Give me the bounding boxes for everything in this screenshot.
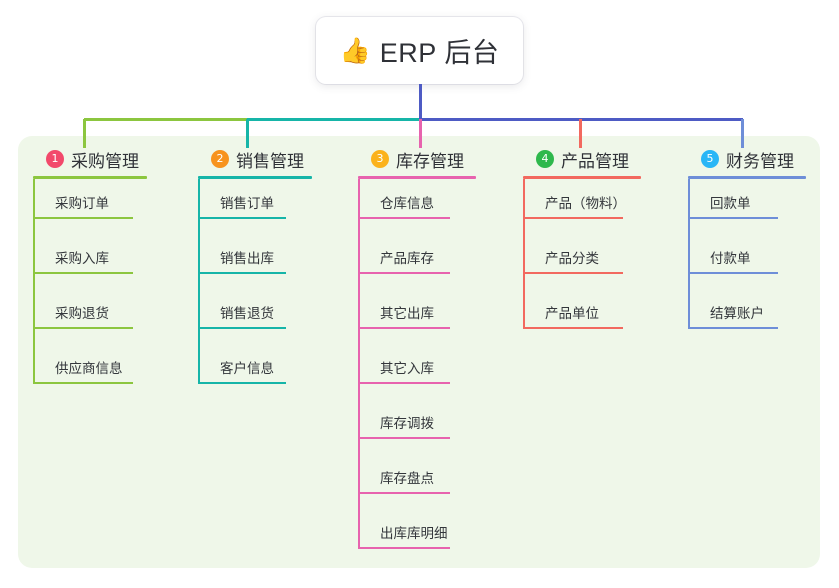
leaf-item-label: 产品单位 xyxy=(545,306,599,321)
column-header-4[interactable]: 4 产品管理 xyxy=(523,145,629,173)
leaf-item-rule xyxy=(198,382,286,384)
leaf-item-label: 销售出库 xyxy=(220,251,274,266)
root-node-erp-backend[interactable]: 👍 ERP 后台 xyxy=(316,17,523,84)
leaf-item-label: 客户信息 xyxy=(220,361,274,376)
column-title: 库存管理 xyxy=(396,151,464,171)
column-header-rule xyxy=(198,176,312,179)
leaf-item-rule xyxy=(688,217,778,219)
column-销售管理: 2 销售管理销售订单销售出库销售退货客户信息 xyxy=(198,145,312,384)
leaf-item-label: 结算账户 xyxy=(710,306,764,321)
leaf-item-label: 库存调拨 xyxy=(380,416,434,431)
leaf-item-label: 其它入库 xyxy=(380,361,434,376)
column-header-2[interactable]: 2 销售管理 xyxy=(198,145,304,173)
column-库存管理: 3 库存管理仓库信息产品库存其它出库其它入库库存调拨库存盘点出库库明细 xyxy=(358,145,476,549)
leaf-item-rule xyxy=(358,382,450,384)
column-header-5[interactable]: 5 财务管理 xyxy=(688,145,794,173)
column-badge-1: 1 xyxy=(46,150,64,168)
leaf-item-label: 采购入库 xyxy=(55,251,109,266)
column-header-1[interactable]: 1 采购管理 xyxy=(33,145,139,173)
leaf-item-label: 销售订单 xyxy=(220,196,274,211)
column-header-rule xyxy=(523,176,641,179)
column-spine xyxy=(33,179,35,384)
leaf-item-rule xyxy=(523,272,623,274)
column-财务管理: 5 财务管理回款单付款单结算账户 xyxy=(688,145,806,329)
column-spine xyxy=(358,179,360,549)
column-title: 产品管理 xyxy=(561,151,629,171)
leaf-item-rule xyxy=(688,272,778,274)
leaf-item-rule xyxy=(358,327,450,329)
leaf-item-rule xyxy=(358,437,450,439)
leaf-item-rule xyxy=(358,547,450,549)
leaf-item-label: 出库库明细 xyxy=(380,526,448,541)
leaf-item-label: 回款单 xyxy=(710,196,751,211)
leaf-item-label: 其它出库 xyxy=(380,306,434,321)
column-badge-5: 5 xyxy=(701,150,719,168)
thumbs-up-icon: 👍 xyxy=(339,37,371,65)
leaf-item-rule xyxy=(33,382,133,384)
leaf-item-label: 付款单 xyxy=(710,251,751,266)
column-title: 销售管理 xyxy=(236,151,304,171)
column-title: 采购管理 xyxy=(71,151,139,171)
leaf-item-label: 仓库信息 xyxy=(380,196,434,211)
column-header-rule xyxy=(33,176,147,179)
column-spine xyxy=(523,179,525,329)
leaf-item-label: 采购退货 xyxy=(55,306,109,321)
column-header-3[interactable]: 3 库存管理 xyxy=(358,145,464,173)
leaf-item-rule xyxy=(198,217,286,219)
leaf-item-rule xyxy=(523,217,623,219)
column-header-rule xyxy=(358,176,476,179)
leaf-item-rule xyxy=(358,492,450,494)
leaf-item-label: 采购订单 xyxy=(55,196,109,211)
leaf-item-label: 供应商信息 xyxy=(55,361,123,376)
leaf-item-label: 产品分类 xyxy=(545,251,599,266)
leaf-item-label: 销售退货 xyxy=(220,306,274,321)
column-采购管理: 1 采购管理采购订单采购入库采购退货供应商信息 xyxy=(33,145,147,384)
leaf-item-label: 库存盘点 xyxy=(380,471,434,486)
column-badge-2: 2 xyxy=(211,150,229,168)
column-header-rule xyxy=(688,176,806,179)
column-产品管理: 4 产品管理产品（物料） 产品分类产品单位 xyxy=(523,145,641,329)
leaf-item-label: 产品（物料） xyxy=(545,196,626,211)
column-spine xyxy=(198,179,200,384)
leaf-item-rule xyxy=(523,327,623,329)
leaf-item-rule xyxy=(33,272,133,274)
leaf-item-rule xyxy=(688,327,778,329)
column-badge-3: 3 xyxy=(371,150,389,168)
leaf-item-rule xyxy=(33,327,133,329)
leaf-item-rule xyxy=(33,217,133,219)
leaf-item-rule xyxy=(358,272,450,274)
leaf-item-rule xyxy=(198,327,286,329)
column-title: 财务管理 xyxy=(726,151,794,171)
leaf-item-label: 产品库存 xyxy=(380,251,434,266)
column-badge-4: 4 xyxy=(536,150,554,168)
column-spine xyxy=(688,179,690,329)
root-node-title: ERP 后台 xyxy=(379,38,500,68)
diagram-panel xyxy=(18,136,820,568)
leaf-item-rule xyxy=(198,272,286,274)
leaf-item-rule xyxy=(358,217,450,219)
